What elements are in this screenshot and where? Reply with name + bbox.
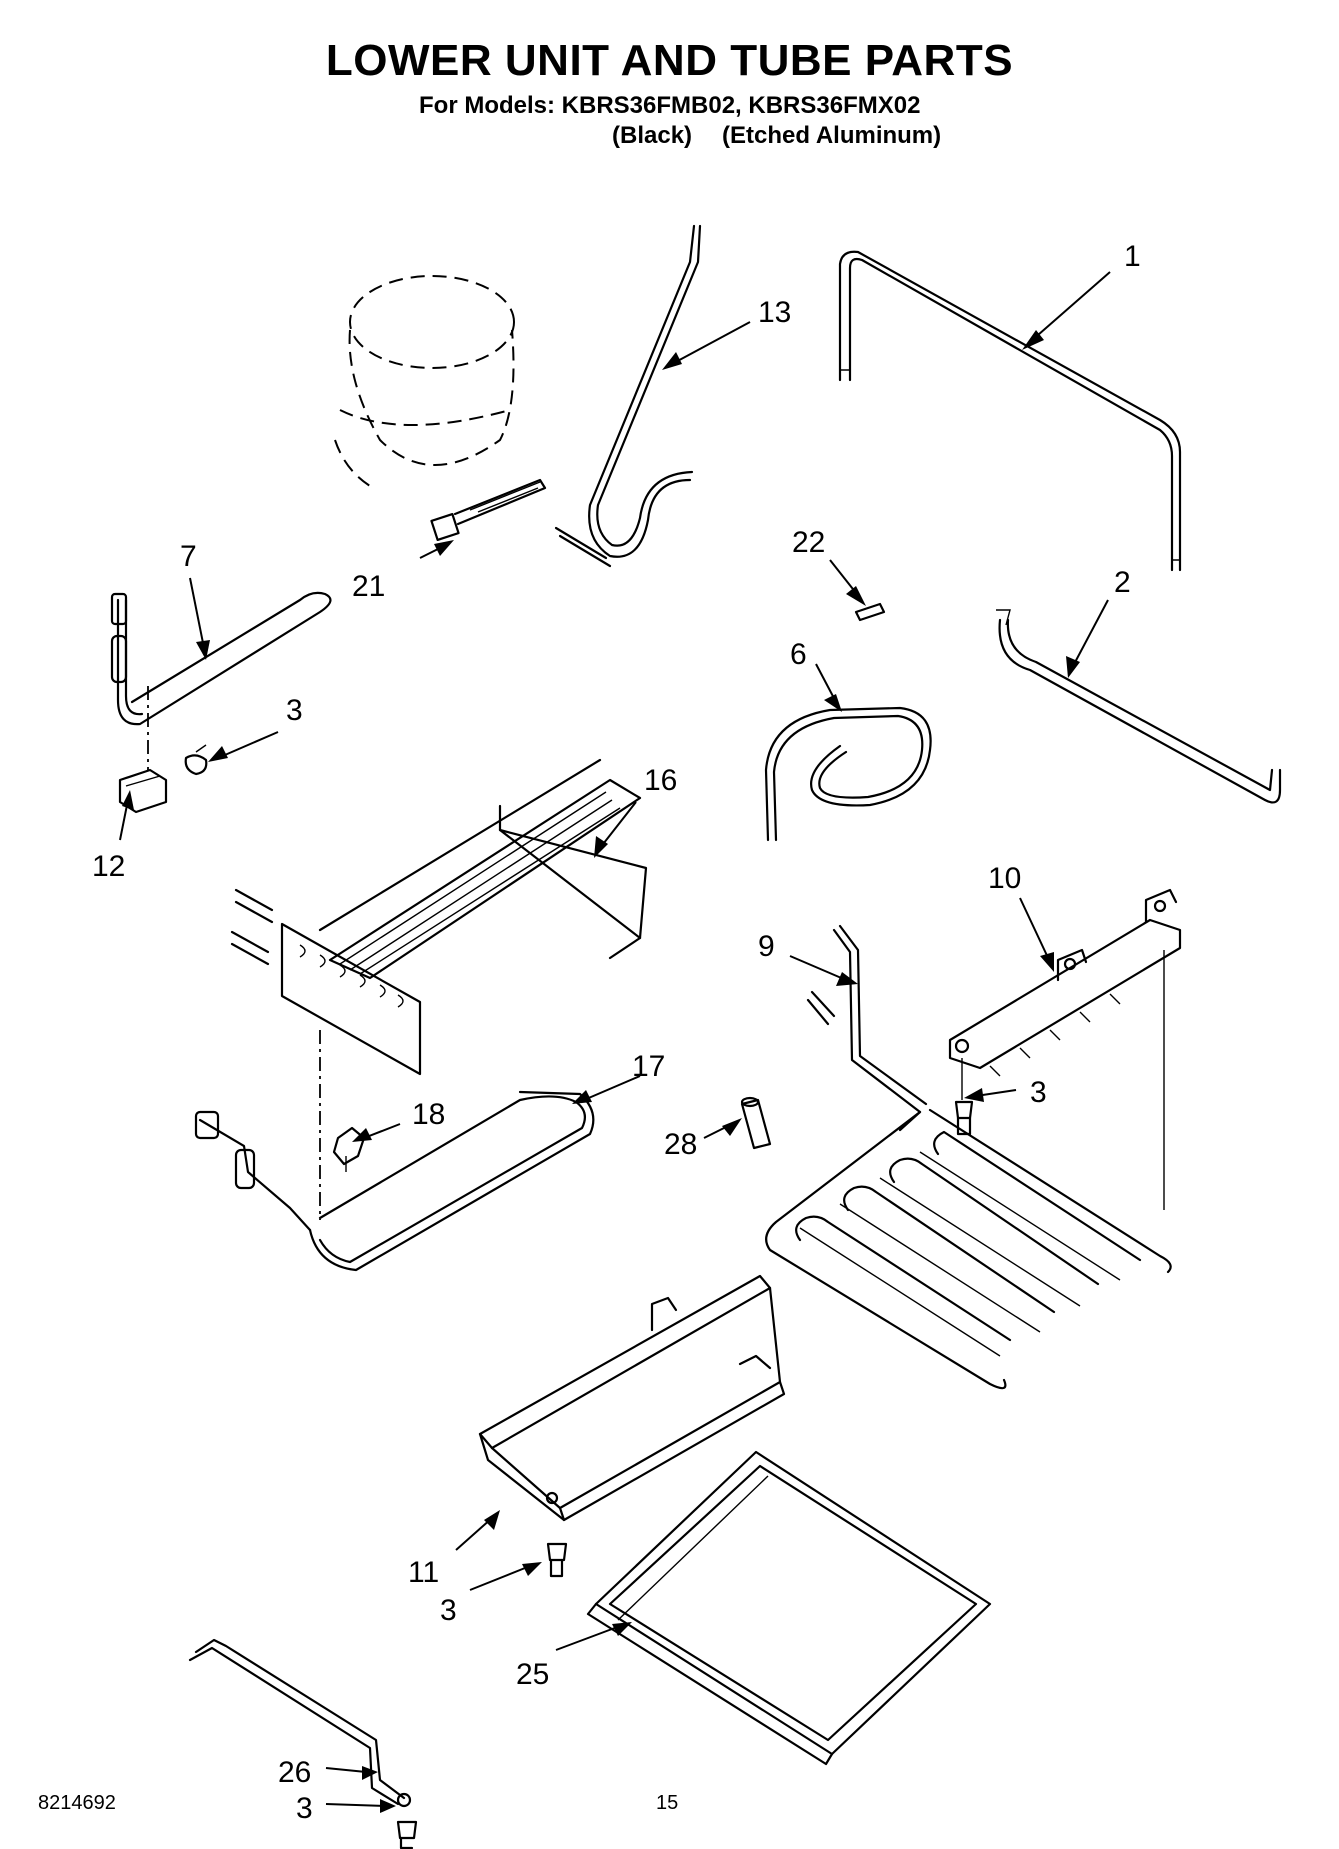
- page-number: 15: [656, 1792, 679, 1814]
- callout-18: 18: [412, 1098, 445, 1131]
- compressor-outline: [334, 275, 515, 487]
- screw-near-channel: [954, 1100, 974, 1136]
- leader-lines: [119, 271, 1111, 1813]
- screw-near-heater: [184, 744, 208, 776]
- part-16-evaporator: [230, 758, 648, 1076]
- variant-black: (Black): [612, 122, 693, 149]
- callout-7: 7: [180, 540, 197, 573]
- part-6-coil-tube: [764, 706, 932, 842]
- part-21-cable-tie: [430, 478, 547, 542]
- part-7-heater: [110, 591, 332, 726]
- callout-6: 6: [790, 638, 807, 671]
- part-11-bracket: [478, 1274, 786, 1522]
- callout-16: 16: [644, 764, 677, 797]
- part-22-clip: [854, 602, 886, 622]
- callout-21: 21: [352, 570, 385, 603]
- callout-2: 2: [1114, 566, 1131, 599]
- callout-numbers: 1 2 13 22 6 7 3 12 21 16 10 9 3 17 18 28…: [92, 240, 1141, 1825]
- models-line: For Models: KBRS36FMB02, KBRS36FMX02: [419, 92, 921, 119]
- part-18-clip: [319, 1030, 366, 1220]
- part-2-tube: [996, 609, 1282, 804]
- screw-under-bracket: [546, 1542, 568, 1578]
- part-25-drain-pan: [586, 1450, 992, 1766]
- variant-etched-aluminum: (Etched Aluminum): [722, 122, 942, 149]
- part-13-tube: [554, 224, 702, 568]
- callout-13: 13: [758, 296, 791, 329]
- part-17-heater-loop: [194, 1090, 595, 1272]
- callout-9: 9: [758, 930, 775, 963]
- callout-26: 26: [278, 1756, 311, 1789]
- part-10-channel: [948, 888, 1182, 1100]
- part-12-bracket: [118, 686, 168, 814]
- callout-1: 1: [1124, 240, 1141, 273]
- callout-22: 22: [792, 526, 825, 559]
- callout-10: 10: [988, 862, 1021, 895]
- page-title: LOWER UNIT AND TUBE PARTS: [325, 36, 1014, 85]
- model-variants: (Black) (Etched Aluminum): [612, 122, 971, 150]
- callout-25: 25: [516, 1658, 549, 1691]
- callout-3d: 3: [296, 1792, 313, 1825]
- part-26-bracket: [188, 1638, 412, 1808]
- part-9-condenser-coil: [765, 924, 1172, 1390]
- callout-17: 17: [632, 1050, 665, 1083]
- screw-near-bracket: [396, 1820, 418, 1849]
- callout-3c: 3: [440, 1594, 457, 1627]
- callout-3a: 3: [286, 694, 303, 727]
- document-number: 8214692: [38, 1792, 116, 1814]
- callout-11: 11: [408, 1556, 439, 1589]
- part-28-sleeve: [740, 1096, 772, 1150]
- callout-3b: 3: [1030, 1076, 1047, 1109]
- callout-28: 28: [664, 1128, 697, 1161]
- callout-12: 12: [92, 850, 125, 883]
- part-1-u-tube: [838, 250, 1182, 572]
